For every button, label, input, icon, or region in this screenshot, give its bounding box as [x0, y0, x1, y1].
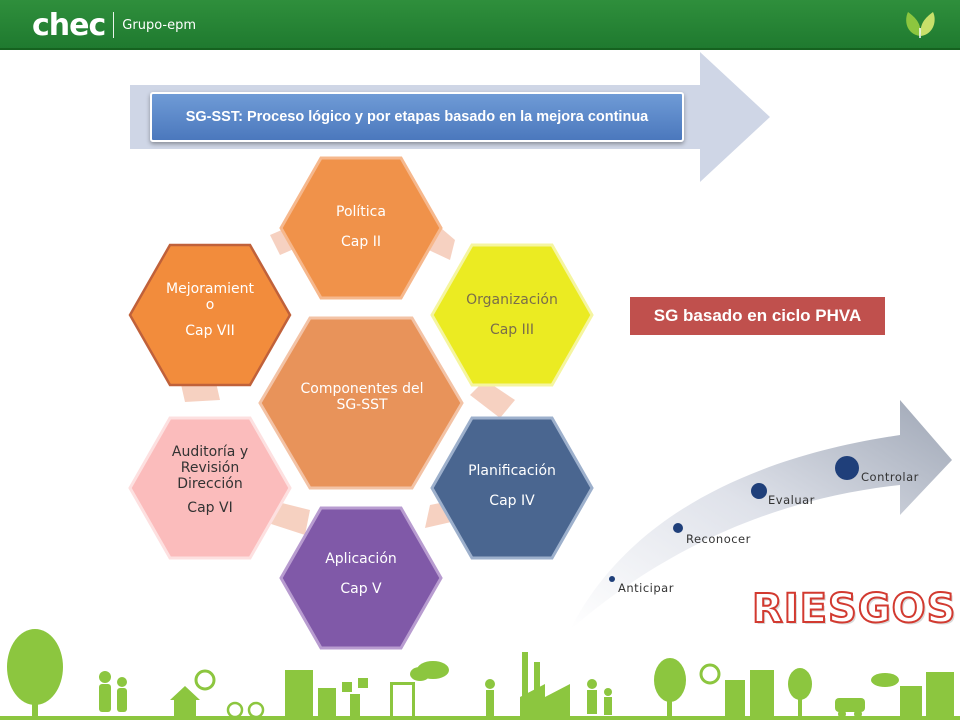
hexagon-auditoria: [128, 416, 292, 560]
green-skyline-illustration: [0, 629, 960, 720]
hexagon-center: [258, 316, 464, 490]
planificacion-title: Planificación: [468, 463, 556, 479]
chec-logo: chec Grupo-epm: [32, 7, 196, 43]
aplicacion-title: Aplicación: [325, 551, 397, 567]
hex-label-organizacion: Organización Cap III: [452, 292, 572, 338]
hex-label-mejoramiento: Mejoramient o Cap VII: [160, 281, 260, 339]
step-label-evaluar: Evaluar: [768, 493, 815, 507]
auditoria-cap: Cap VI: [187, 500, 233, 517]
curved-arrow-body: [570, 400, 952, 630]
center-title: Componentes del SG-SST: [300, 381, 424, 414]
logo-main-text: chec: [32, 7, 106, 43]
process-curved-arrow: [570, 400, 952, 630]
step-label-reconocer: Reconocer: [686, 532, 751, 546]
phva-badge: SG basado en ciclo PHVA: [630, 297, 885, 335]
mejoramiento-cap: Cap VII: [185, 323, 235, 340]
banner-title: SG-SST: Proceso lógico y por etapas basa…: [150, 92, 684, 142]
step-dot-controlar: [835, 456, 859, 480]
auditoria-title: Auditoría y Revisión Dirección: [171, 444, 249, 493]
step-dot-anticipar: [609, 576, 615, 582]
hexagon-mejoramiento: [128, 243, 292, 387]
hexagon-aplicacion: [279, 506, 443, 650]
hex-label-politica: Política Cap II: [301, 204, 421, 250]
connector-2: [470, 380, 515, 418]
hexagon-planificacion: [430, 416, 594, 560]
politica-title: Política: [336, 204, 386, 220]
politica-cap: Cap II: [341, 234, 381, 251]
hex-label-planificacion: Planificación Cap IV: [452, 463, 572, 509]
header-bar: chec Grupo-epm: [0, 0, 960, 50]
step-label-anticipar: Anticipar: [618, 581, 674, 595]
hex-label-auditoria: Auditoría y Revisión Dirección Cap VI: [160, 444, 260, 516]
leaf-icon: [906, 12, 935, 38]
hexagon-organizacion: [430, 243, 594, 387]
organizacion-cap: Cap III: [489, 322, 535, 339]
step-dot-reconocer: [673, 523, 683, 533]
planificacion-cap: Cap IV: [489, 493, 535, 510]
hex-label-center: Componentes del SG-SST: [300, 381, 424, 413]
riesgos-title: RIESGOS: [751, 585, 957, 633]
mejoramiento-title: Mejoramient o: [166, 281, 254, 314]
organizacion-title: Organización: [466, 292, 558, 308]
step-dot-evaluar: [751, 483, 767, 499]
aplicacion-cap: Cap V: [340, 581, 382, 598]
logo-sub-text: Grupo-epm: [122, 17, 196, 33]
hexagon-cycle-diagram: [128, 156, 594, 650]
step-label-controlar: Controlar: [861, 470, 919, 484]
logo-separator: [113, 12, 115, 38]
hexagon-politica: [279, 156, 443, 300]
hex-label-aplicacion: Aplicación Cap V: [301, 551, 421, 597]
